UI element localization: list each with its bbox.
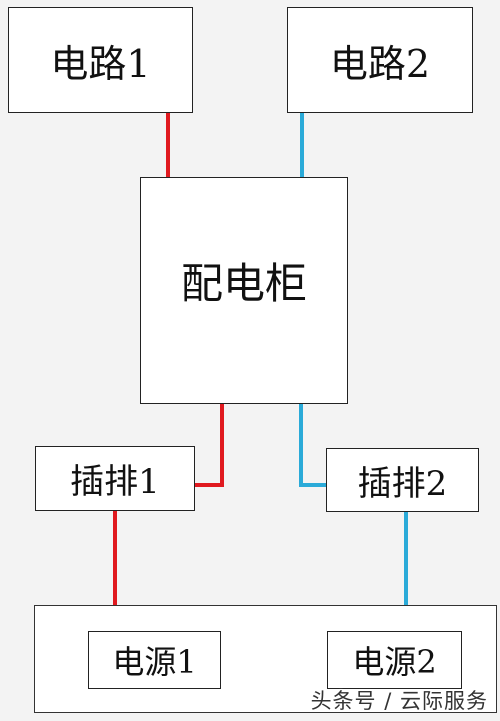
strip1-box: 插排1 xyxy=(35,446,195,511)
wire-cabinet-strip1 xyxy=(193,403,224,487)
strip1-label: 插排1 xyxy=(70,462,160,502)
circuit2-label: 电路2 xyxy=(329,41,431,86)
strip2-label: 插排2 xyxy=(357,463,448,504)
cabinet-label: 配电柜 xyxy=(180,259,307,308)
source2-box: 电源2 xyxy=(327,631,462,689)
circuit1-box: 电路1 xyxy=(8,7,193,113)
wire-cabinet-strip2 xyxy=(299,403,327,487)
source2-label: 电源2 xyxy=(352,643,437,681)
watermark-text: 头条号 / 云际服务 xyxy=(310,689,488,713)
source1-label: 电源1 xyxy=(112,643,197,681)
circuit2-box: 电路2 xyxy=(287,7,473,113)
cabinet-box: 配电柜 xyxy=(140,177,348,404)
source1-box: 电源1 xyxy=(88,631,221,689)
circuit1-label: 电路1 xyxy=(50,41,151,86)
strip2-box: 插排2 xyxy=(326,448,479,512)
